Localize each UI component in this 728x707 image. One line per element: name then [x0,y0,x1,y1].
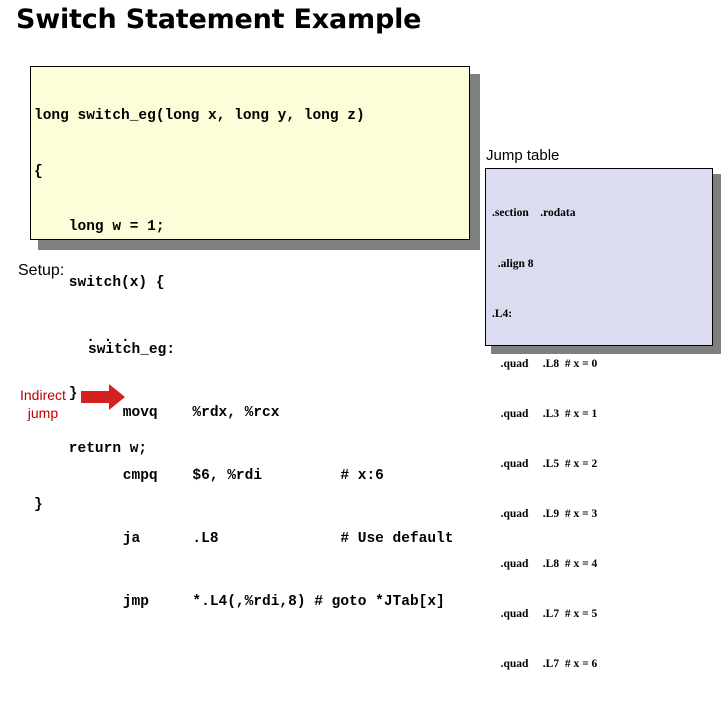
red-arrow-icon [81,384,125,410]
asm-line: switch_eg: [88,342,176,358]
jump-table-line: .section .rodata [492,207,576,220]
jump-table-line: .quad .L8 # x = 4 [492,558,598,571]
indirect-label-line2: jump [27,405,59,421]
jump-table-line: .quad .L7 # x = 6 [492,658,598,671]
slide-title: Switch Statement Example [16,4,422,35]
jump-table-line: .quad .L5 # x = 2 [492,457,598,470]
code-line: . . . [34,330,130,346]
asm-line: jmp *.L4(,%rdi,8) # goto *JTab[x] [88,594,445,610]
jump-table-line: .quad .L8 # x = 0 [492,357,598,370]
setup-label: Setup: [18,262,65,279]
jump-table-line: .quad .L9 # x = 3 [492,508,598,521]
c-code-box: long switch_eg(long x, long y, long z) {… [30,66,470,513]
code-line: long w = 1; [34,219,165,235]
jump-table-box: .section .rodata .align 8 .L4: .quad .L8… [485,168,713,670]
assembly-code: switch_eg: movq %rdx, %rcx cmpq $6, %rdi… [88,298,453,634]
asm-line: movq %rdx, %rcx [88,405,280,421]
code-line: { [34,163,43,180]
jump-table-line: .quad .L7 # x = 5 [492,608,598,621]
asm-line: ja .L8 # Use default [88,531,454,547]
jump-table-lines: .section .rodata .align 8 .L4: .quad .L8… [486,169,712,707]
asm-line: cmpq $6, %rdi # x:6 [88,468,384,484]
jump-table-line: .quad .L3 # x = 1 [492,407,598,420]
code-line: switch(x) { [34,274,165,291]
code-line: long switch_eg(long x, long y, long z) [34,108,365,124]
code-line: } [34,385,78,402]
jump-table-line: .align 8 [492,257,534,270]
indirect-label-line1: Indirect [20,387,66,403]
jump-table-label: Jump table [486,147,560,164]
jump-table-line: .L4: [492,307,513,320]
indirect-jump-label: Indirect jump [20,386,66,422]
